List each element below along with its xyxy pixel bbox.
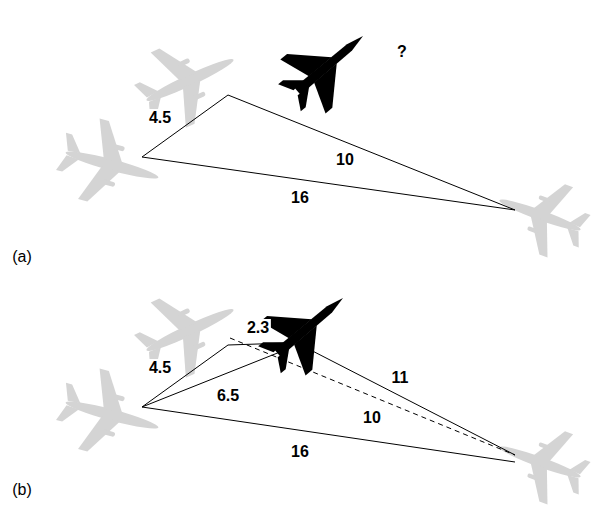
question-mark: ? (395, 43, 409, 61)
distance-label: 2.3 (245, 319, 271, 337)
distance-lines (142, 95, 515, 462)
distance-label: 16 (289, 443, 311, 461)
distance-label: 4.5 (147, 109, 173, 127)
distance-label: 10 (361, 409, 383, 427)
panel-label: (a) (10, 248, 34, 266)
distance-label: 11 (390, 369, 411, 387)
distance-label: 4.5 (147, 359, 173, 377)
distance-label: 6.5 (215, 387, 241, 405)
distance-label: 10 (334, 151, 356, 169)
panel-label: (b) (10, 481, 34, 499)
distance-label: 16 (289, 189, 311, 207)
